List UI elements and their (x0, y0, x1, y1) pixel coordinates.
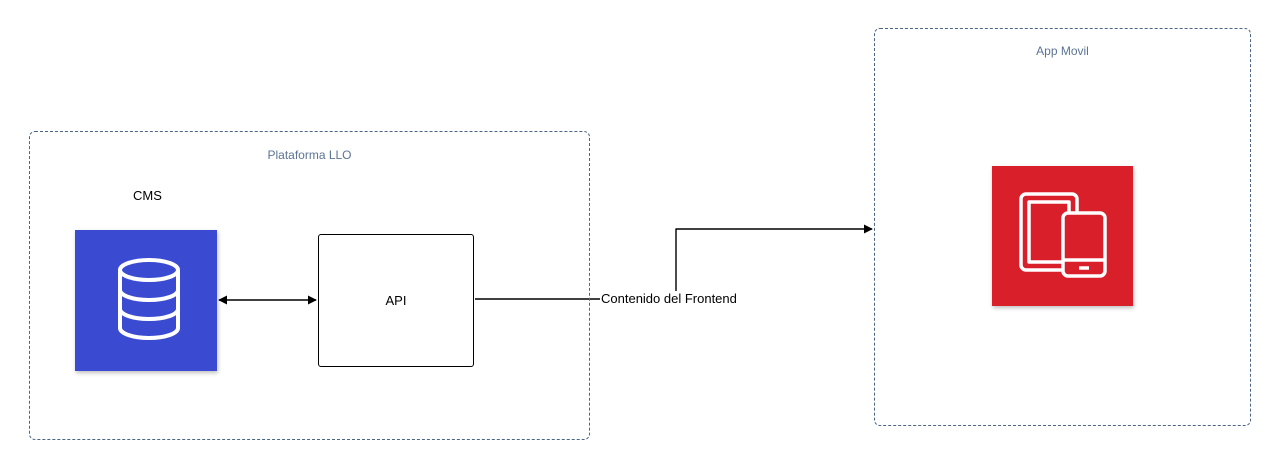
mobile-app-node[interactable] (992, 166, 1133, 306)
cms-node[interactable] (75, 230, 217, 371)
api-node[interactable]: API (318, 234, 474, 367)
mobile-devices-icon (1019, 192, 1107, 278)
api-app-connector (475, 224, 873, 300)
database-icon (118, 258, 180, 340)
platform-group: Plataforma LLO (29, 131, 590, 440)
cms-label: CMS (133, 188, 162, 203)
mobile-group-title: App Movil (1036, 44, 1089, 58)
api-label: API (385, 293, 407, 308)
edge-label-frontend-content: Contenido del Frontend (600, 291, 738, 306)
platform-group-title: Plataforma LLO (267, 148, 352, 162)
mobile-group: App Movil (874, 28, 1251, 426)
